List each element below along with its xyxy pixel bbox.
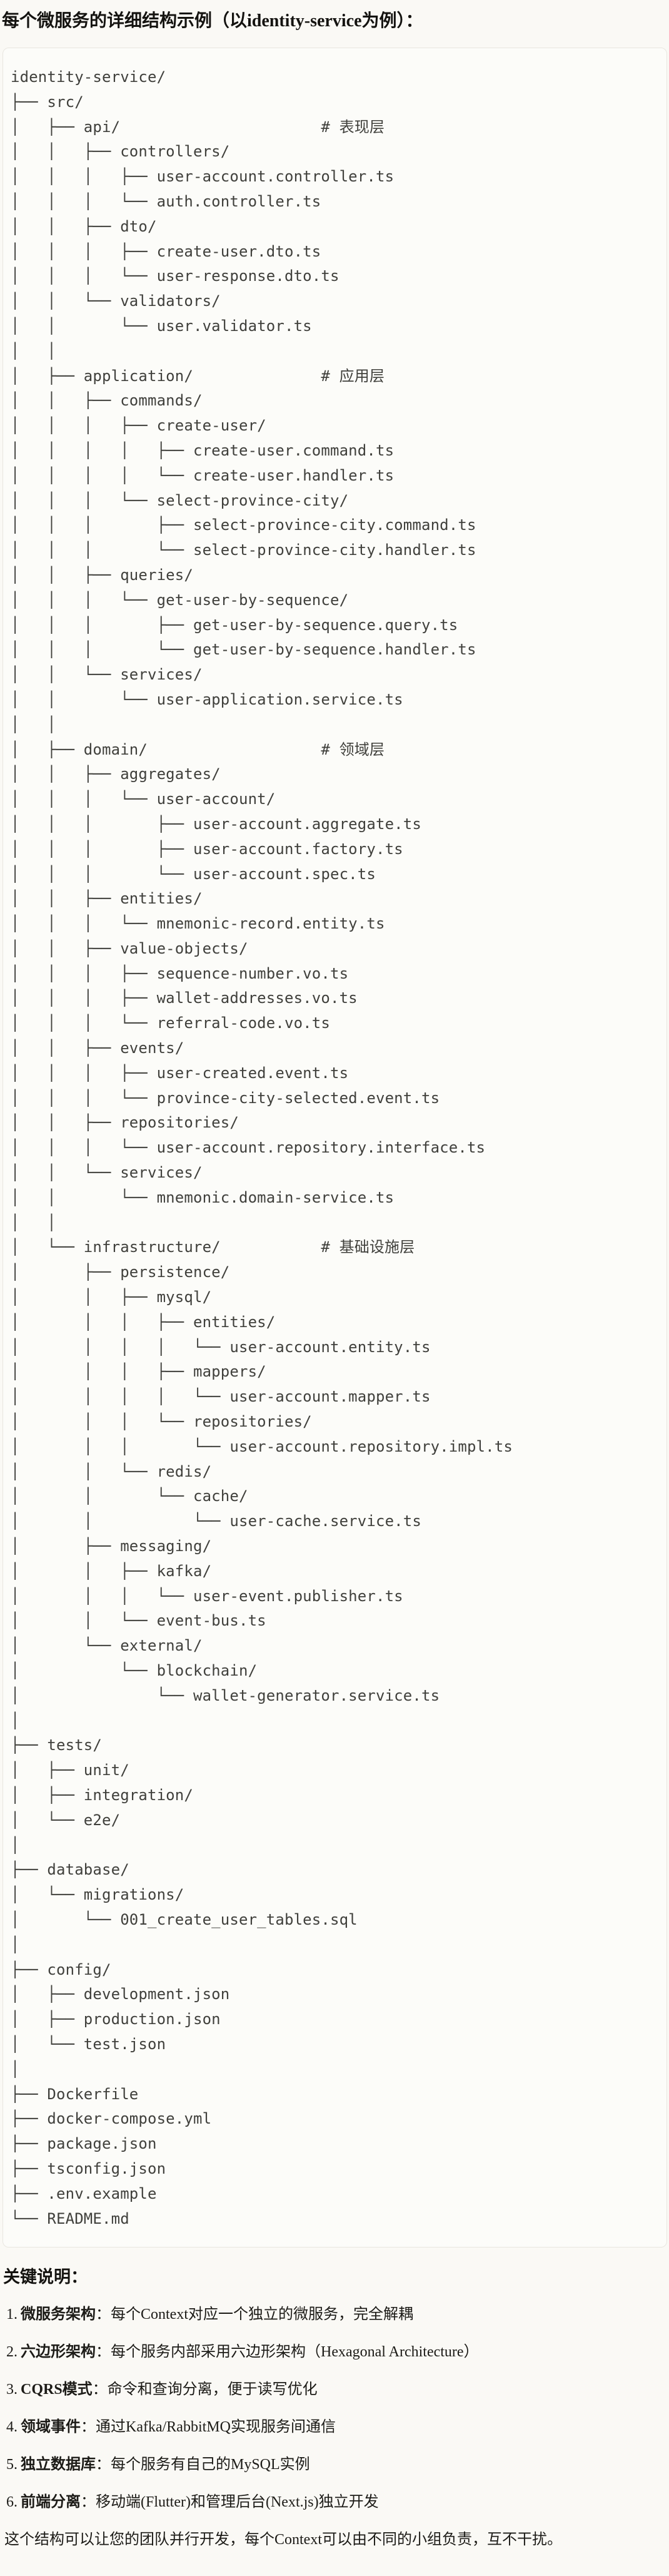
note-item-text: ：命令和查询分离，便于读写优化 (92, 2381, 318, 2398)
note-item-text: ：移动端(Flutter)和管理后台(Next.js)独立开发 (81, 2494, 379, 2511)
note-item-term: 六边形架构 (21, 2344, 96, 2361)
note-item-term: CQRS模式 (21, 2381, 93, 2398)
note-item-number: 4. (6, 2419, 18, 2436)
notes-section: 关键说明： 1.微服务架构：每个Context对应一个独立的微服务，完全解耦 2.… (3, 2265, 668, 2552)
note-item-number: 2. (6, 2344, 18, 2361)
note-item-number: 3. (6, 2381, 18, 2398)
note-item-term: 领域事件 (21, 2419, 81, 2436)
code-block: identity-service/ ├── src/ │ ├── api/ # … (3, 48, 667, 2248)
note-item-text: ：通过Kafka/RabbitMQ实现服务间通信 (81, 2419, 336, 2436)
note-item-term: 独立数据库 (21, 2456, 96, 2473)
note-item-term: 前端分离 (21, 2494, 81, 2511)
note-item: 1.微服务架构：每个Context对应一个独立的微服务，完全解耦 (3, 2303, 668, 2327)
note-item-number: 1. (6, 2306, 18, 2323)
note-item-number: 6. (6, 2494, 18, 2511)
note-item-text: ：每个Context对应一个独立的微服务，完全解耦 (96, 2306, 413, 2323)
note-item: 5.独立数据库：每个服务有自己的MySQL实例 (3, 2453, 668, 2477)
page-title: 每个微服务的详细结构示例（以identity-service为例）： (2, 11, 423, 31)
note-item-term: 微服务架构 (21, 2306, 96, 2323)
note-item-text: ：每个服务内部采用六边形架构（Hexagonal Architecture） (96, 2344, 479, 2361)
closing-paragraph: 这个结构可以让您的团队并行开发，每个Context可以由不同的小组负责，互不干扰… (4, 2532, 562, 2548)
note-item: 2.六边形架构：每个服务内部采用六边形架构（Hexagonal Architec… (3, 2340, 668, 2365)
directory-tree: identity-service/ ├── src/ │ ├── api/ # … (11, 68, 513, 2227)
notes-heading: 关键说明： (3, 2268, 88, 2287)
note-item-number: 5. (6, 2456, 18, 2473)
note-item: 6.前端分离：移动端(Flutter)和管理后台(Next.js)独立开发 (3, 2490, 668, 2515)
note-item-text: ：每个服务有自己的MySQL实例 (96, 2456, 310, 2473)
note-item: 3.CQRS模式：命令和查询分离，便于读写优化 (3, 2378, 668, 2402)
note-item: 4.领域事件：通过Kafka/RabbitMQ实现服务间通信 (3, 2415, 668, 2440)
